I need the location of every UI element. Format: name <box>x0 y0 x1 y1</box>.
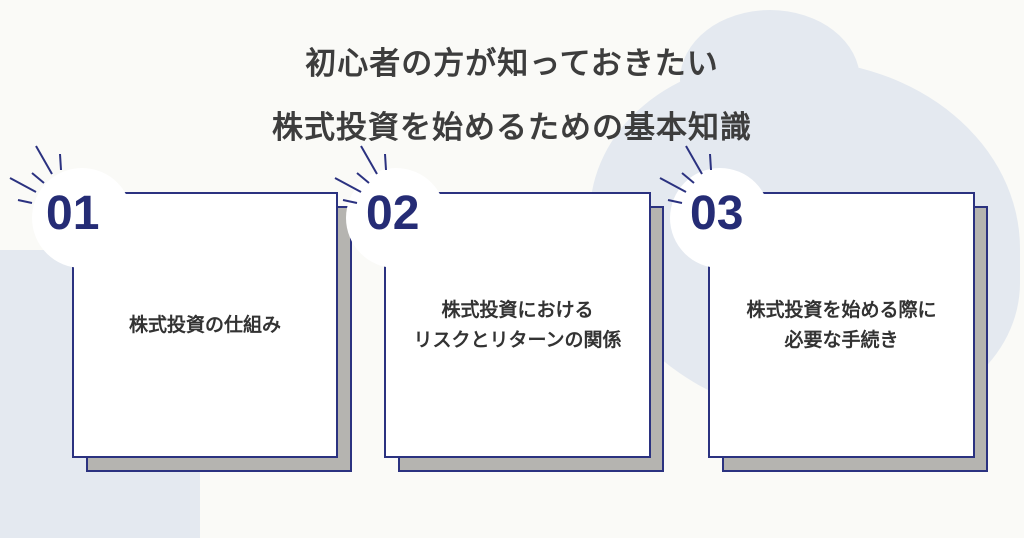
card-number: 03 <box>690 187 744 240</box>
sparkle-icon <box>9 145 62 204</box>
background-blob <box>680 10 860 150</box>
sparkle-icon <box>334 145 387 204</box>
card-text: 株式投資の仕組み <box>128 313 281 336</box>
card-text: 株式投資における <box>441 298 594 321</box>
card-text: 株式投資を始める際に <box>746 298 937 321</box>
card-number: 01 <box>46 187 100 240</box>
number-circle <box>346 168 446 268</box>
card-text: 必要な手続き <box>784 329 899 351</box>
card-number: 02 <box>366 187 420 240</box>
number-circle <box>670 168 770 268</box>
title-line-2: 株式投資を始めるための基本知識 <box>272 110 752 146</box>
title-line-1: 初心者の方が知っておきたい <box>305 46 719 82</box>
card-text: リスクとリターンの関係 <box>413 329 622 351</box>
number-circle <box>32 168 132 268</box>
sparkle-icon <box>659 145 712 204</box>
